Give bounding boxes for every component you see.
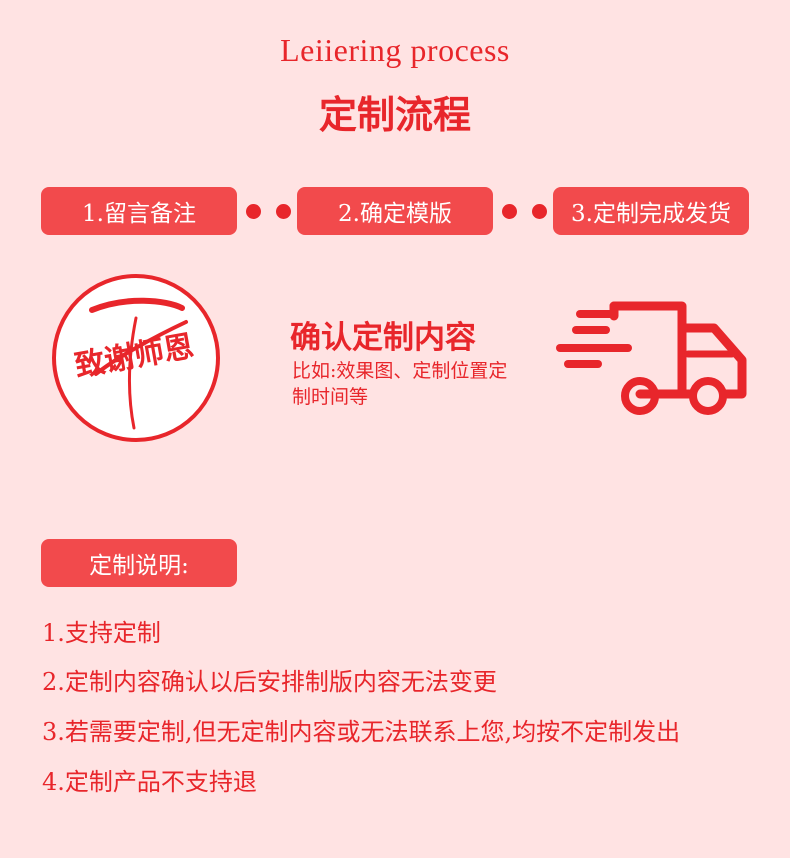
note-item: 2.定制内容确认以后安排制版内容无法变更: [42, 668, 497, 696]
seal-calligraphy: 致谢师恩: [72, 329, 196, 384]
confirm-title: 确认定制内容: [290, 320, 476, 356]
notes-heading: 定制说明:: [41, 539, 237, 587]
step-2-badge: 2.确定模版: [297, 187, 493, 235]
page-title: 定制流程: [318, 92, 471, 137]
step-connector-dot: [246, 204, 261, 219]
step-3-badge: 3.定制完成发货: [553, 187, 749, 235]
step-connector-dot: [502, 204, 517, 219]
step-connector-dot: [276, 204, 291, 219]
step-connector-dot: [532, 204, 547, 219]
calligraphy-seal-icon: 致谢师恩: [52, 274, 220, 442]
confirm-subtitle: 比如:效果图、定制位置定制时间等: [292, 360, 508, 408]
note-item: 3.若需要定制,但无定制内容或无法联系上您,均按不定制发出: [42, 718, 681, 746]
note-item: 1.支持定制: [42, 619, 161, 647]
page-title-english: Leiiering process: [280, 32, 510, 68]
delivery-truck-icon: [556, 296, 752, 422]
step-1-badge: 1.留言备注: [41, 187, 237, 235]
note-item: 4.定制产品不支持退: [42, 768, 257, 796]
